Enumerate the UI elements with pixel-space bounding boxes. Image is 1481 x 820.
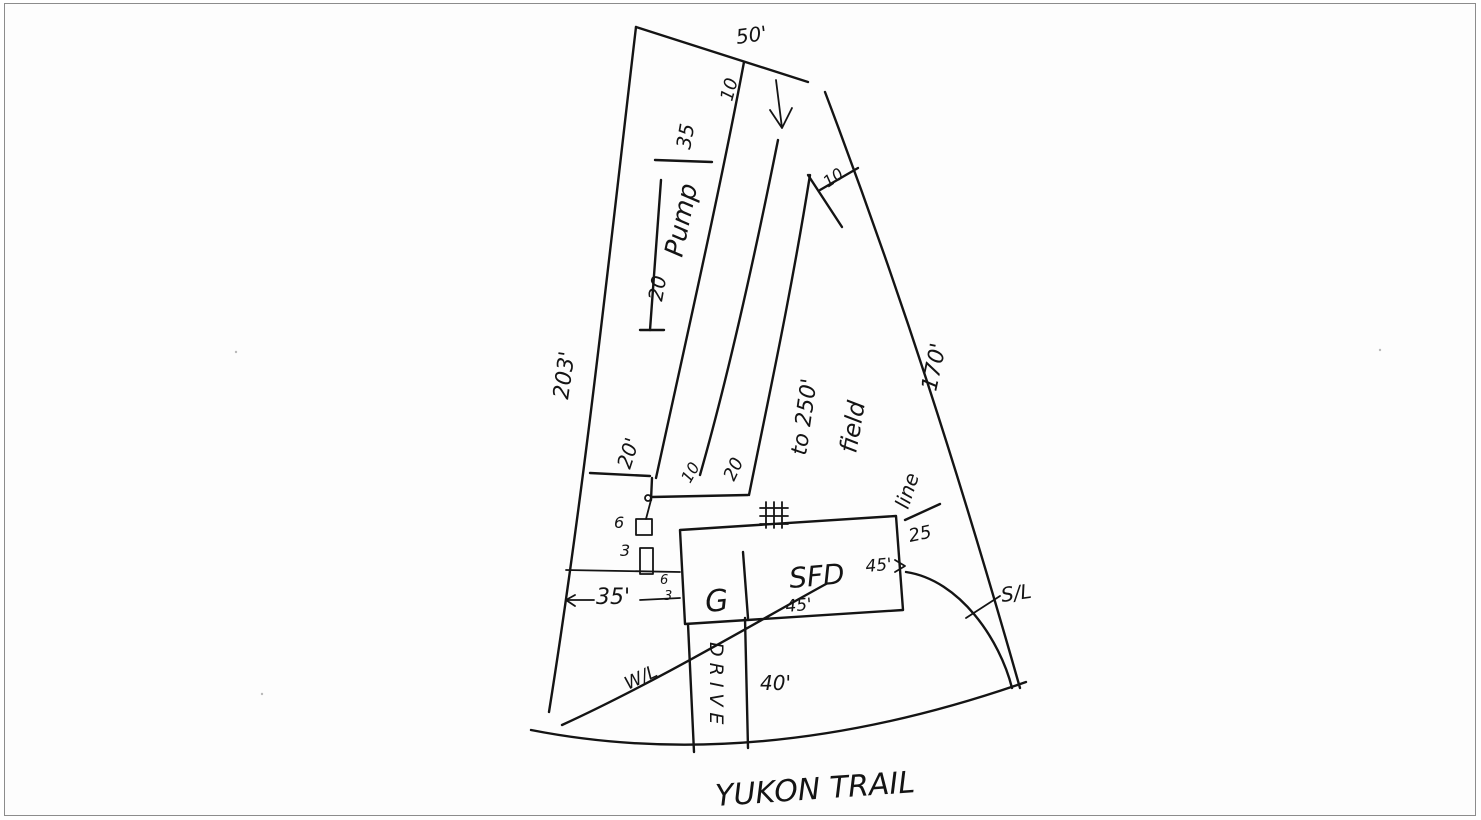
field-left-line <box>747 173 812 497</box>
right-arc-tick <box>965 595 1001 619</box>
strip-top-dim-label: 10 <box>717 76 743 104</box>
water-line-label: W/L <box>621 661 661 694</box>
tank-pipe <box>645 499 652 520</box>
left-length-label: 203' <box>549 350 580 401</box>
small-dim-2: 3 <box>620 541 630 560</box>
tick-20-bottom <box>588 471 652 478</box>
top-property-line <box>634 25 810 84</box>
pump-bracket <box>648 178 663 332</box>
driveway-length-label: 40' <box>760 671 791 695</box>
garage-label: G <box>704 583 730 620</box>
strip-bottom-right-label: 20 <box>719 454 748 484</box>
strip-left-line <box>654 60 746 480</box>
house-depth-label: 45' <box>785 595 813 617</box>
cleanout-icon <box>644 494 652 502</box>
field-text-1: to 250' <box>787 377 822 457</box>
strip-bottom-mid-label: 10 <box>677 459 704 486</box>
right-side-label: line <box>890 470 924 512</box>
small-dim-3: 6 <box>660 573 668 588</box>
arrow-down-icon <box>769 79 793 129</box>
right-length-label: 170' <box>917 341 951 393</box>
strip-left-dim-label: 20 <box>643 274 671 303</box>
driveway-right-edge <box>743 616 750 750</box>
garage-divider <box>741 550 750 620</box>
strip-right-line <box>698 138 780 477</box>
driveway-label: DRIVE <box>705 642 727 730</box>
house-depth-arrow-icon <box>894 559 906 573</box>
scan-speck <box>1378 348 1382 352</box>
scan-speck <box>260 692 264 696</box>
left-setback-label: 35' <box>596 585 630 610</box>
driveway-left-edge <box>686 622 696 754</box>
right-property-line <box>823 90 1022 690</box>
right-setback-label: 25 <box>907 522 934 547</box>
tick-25-right <box>903 502 942 522</box>
right-arc-line <box>904 570 1014 690</box>
left-property-line <box>547 25 638 714</box>
house-width-label: 45' <box>865 555 893 577</box>
image-frame <box>4 3 1476 816</box>
road-front-arc <box>529 680 1028 746</box>
small-dim-1: 6 <box>614 513 624 532</box>
house-outline <box>678 514 905 626</box>
house-label: SFD <box>788 557 846 595</box>
top-width-label: 50' <box>734 21 768 49</box>
small-dim-4: 3 <box>664 589 672 604</box>
right-arc-label: S/L <box>999 579 1033 607</box>
scan-speck <box>234 350 238 354</box>
road-label: YUKON TRAIL <box>714 765 916 814</box>
tank-box <box>635 518 653 536</box>
field-top-line <box>806 173 844 229</box>
tick-35-top <box>653 158 714 164</box>
pump-label: Pump <box>660 181 705 260</box>
tick-10-right <box>818 166 860 192</box>
tank-box-lower <box>639 547 654 575</box>
water-line <box>560 582 828 727</box>
left-setback-dim-line <box>565 597 681 601</box>
field-text-2: field <box>834 398 871 455</box>
strip-bottom-left-label: 20' <box>612 435 644 472</box>
left-setback-line <box>565 569 681 573</box>
strip-bottom-line <box>650 493 750 499</box>
top-left-dim-label: 35 <box>671 122 699 151</box>
